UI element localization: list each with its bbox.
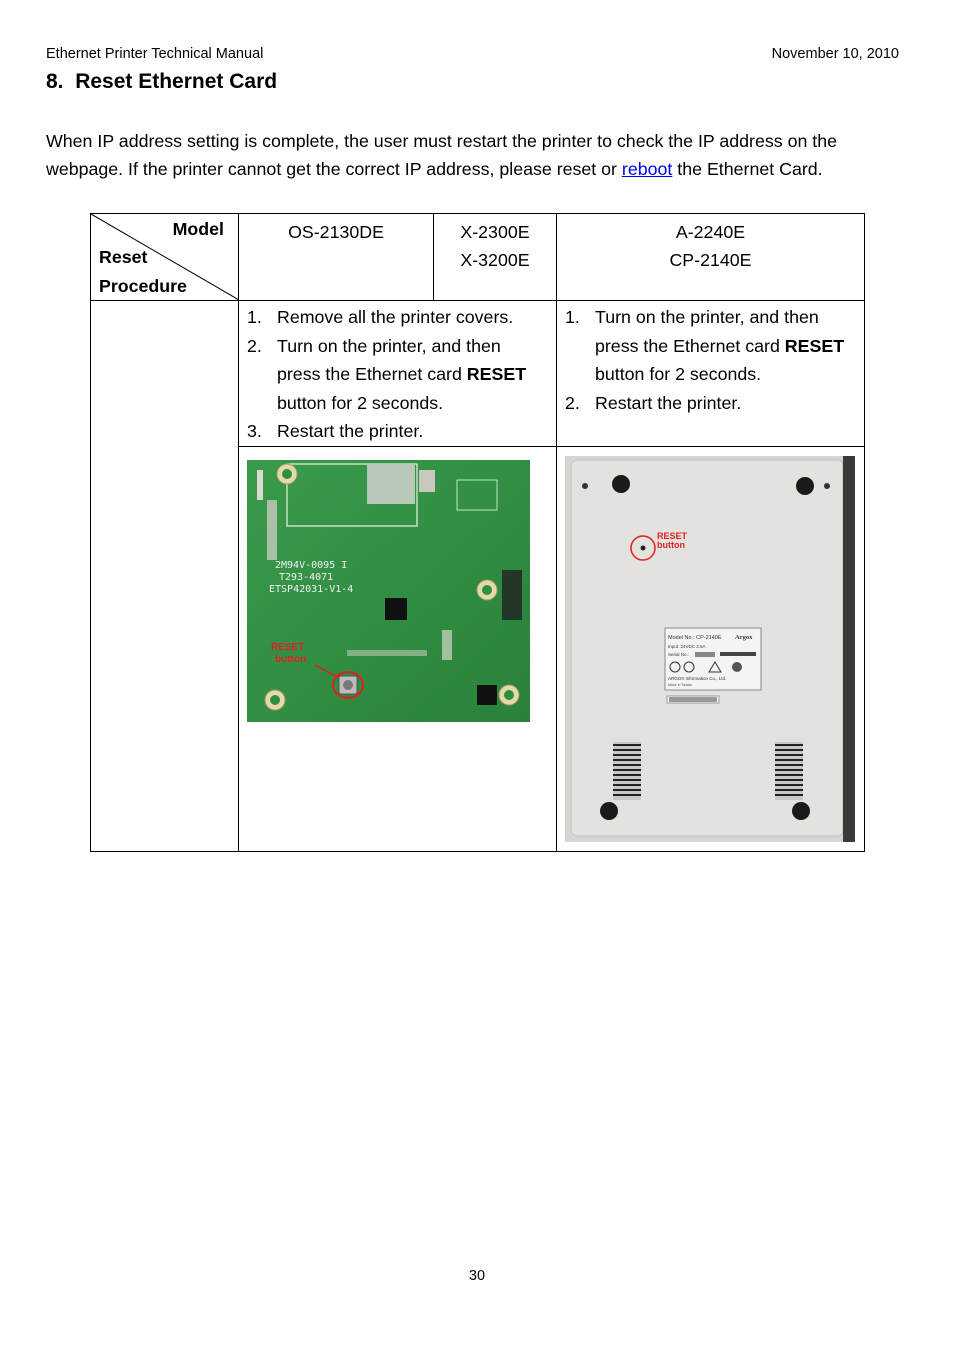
model-name: X-2300E <box>460 222 530 242</box>
model-cell-a2240e: A-2240E CP-2140E <box>556 213 865 301</box>
model-cell-os2130de: OS-2130DE <box>238 213 434 301</box>
printer-reset-label: RESET <box>657 531 688 541</box>
model-name: CP-2140E <box>669 250 752 270</box>
model-name: X-3200E <box>460 250 530 270</box>
procedure-cell-b: 1. Turn on the printer, and then press t… <box>556 300 865 447</box>
section-title-text: Reset Ethernet Card <box>75 70 278 93</box>
svg-text:button: button <box>275 654 306 665</box>
svg-text:Argox: Argox <box>735 634 753 641</box>
procedure-cell-a: 1. Remove all the printer covers. 2. Tur… <box>238 300 557 447</box>
intro-paragraph: When IP address setting is complete, the… <box>46 127 912 183</box>
procedure-text-row: 1. Remove all the printer covers. 2. Tur… <box>90 300 865 852</box>
svg-text:ETSP42031-V1-4: ETSP42031-V1-4 <box>269 584 353 595</box>
photo-row: 2M94V-0095 I T293-4071 ETSP42031-V1-4 RE… <box>91 445 865 852</box>
model-cell-x2300e: X-2300E X-3200E <box>433 213 557 301</box>
corner-header-cell: Model Reset Procedure <box>90 213 239 301</box>
vent-left <box>613 741 641 800</box>
svg-text:Made in Taiwan: Made in Taiwan <box>668 683 692 687</box>
svg-text:ARGOX Information Co., Ltd.: ARGOX Information Co., Ltd. <box>668 676 726 681</box>
list-item: 3. Restart the printer. <box>247 421 424 441</box>
vent-right <box>775 741 803 800</box>
svg-text:Serial No.:: Serial No.: <box>668 652 689 657</box>
printer-bottom-photo: RESET button Model No.: CP-2140E Argox I… <box>565 455 855 842</box>
list-item: 1. Turn on the printer, and then press t… <box>565 307 845 384</box>
header-right-date: November 10, 2010 <box>771 46 899 62</box>
section-title: 8. Reset Ethernet Card <box>46 70 277 94</box>
pcb-illustration: 2M94V-0095 I T293-4071 ETSP42031-V1-4 RE… <box>247 459 530 722</box>
pcb-reset-button-highlight <box>332 670 364 699</box>
diagonal-divider <box>91 214 239 300</box>
printer-photo-cell: RESET button Model No.: CP-2140E Argox I… <box>556 445 865 852</box>
empty-label-cell <box>90 300 239 852</box>
corner-procedure-label: Procedure <box>99 276 187 296</box>
model-name: OS-2130DE <box>288 222 384 242</box>
list-item: 2. Turn on the printer, and then press t… <box>247 335 527 413</box>
intro-text-after: the Ethernet Card. <box>672 159 823 179</box>
reboot-link[interactable]: reboot <box>621 159 673 179</box>
corner-model-label: Model <box>172 219 224 239</box>
svg-text:2M94V-0095 I: 2M94V-0095 I <box>275 560 347 571</box>
model-name: A-2240E <box>675 222 746 242</box>
procedure-list-b: 1. Turn on the printer, and then press t… <box>557 301 864 417</box>
procedure-list-a: 1. Remove all the printer covers. 2. Tur… <box>239 301 556 446</box>
table-header-row: Model Reset Procedure OS-2130DE X-2300E … <box>90 213 865 301</box>
svg-text:Model No.: CP-2140E: Model No.: CP-2140E <box>668 635 722 641</box>
printer-illustration: RESET button Model No.: CP-2140E Argox I… <box>565 455 855 842</box>
list-item: 1. Remove all the printer covers. <box>247 307 514 327</box>
page-number: 30 <box>468 1268 486 1284</box>
printer-reset-hole-highlight <box>630 534 656 561</box>
svg-text:button: button <box>657 540 685 550</box>
pcb-reset-label: RESET <box>271 642 304 653</box>
ethernet-card-photo: 2M94V-0095 I T293-4071 ETSP42031-V1-4 RE… <box>247 459 530 722</box>
section-number: 8. <box>46 70 64 93</box>
corner-reset-label: Reset <box>99 247 148 267</box>
list-item: 2. Restart the printer. <box>565 392 742 413</box>
reset-procedure-table: Model Reset Procedure OS-2130DE X-2300E … <box>90 213 865 852</box>
header-left-title: Ethernet Printer Technical Manual <box>46 46 264 62</box>
svg-text:T293-4071: T293-4071 <box>279 572 333 583</box>
pcb-photo-cell: 2M94V-0095 I T293-4071 ETSP42031-V1-4 RE… <box>238 445 557 852</box>
intro-text-before: When IP address setting is complete, the… <box>46 131 838 179</box>
svg-text:Input: 24VDC 2.5A: Input: 24VDC 2.5A <box>668 644 706 649</box>
